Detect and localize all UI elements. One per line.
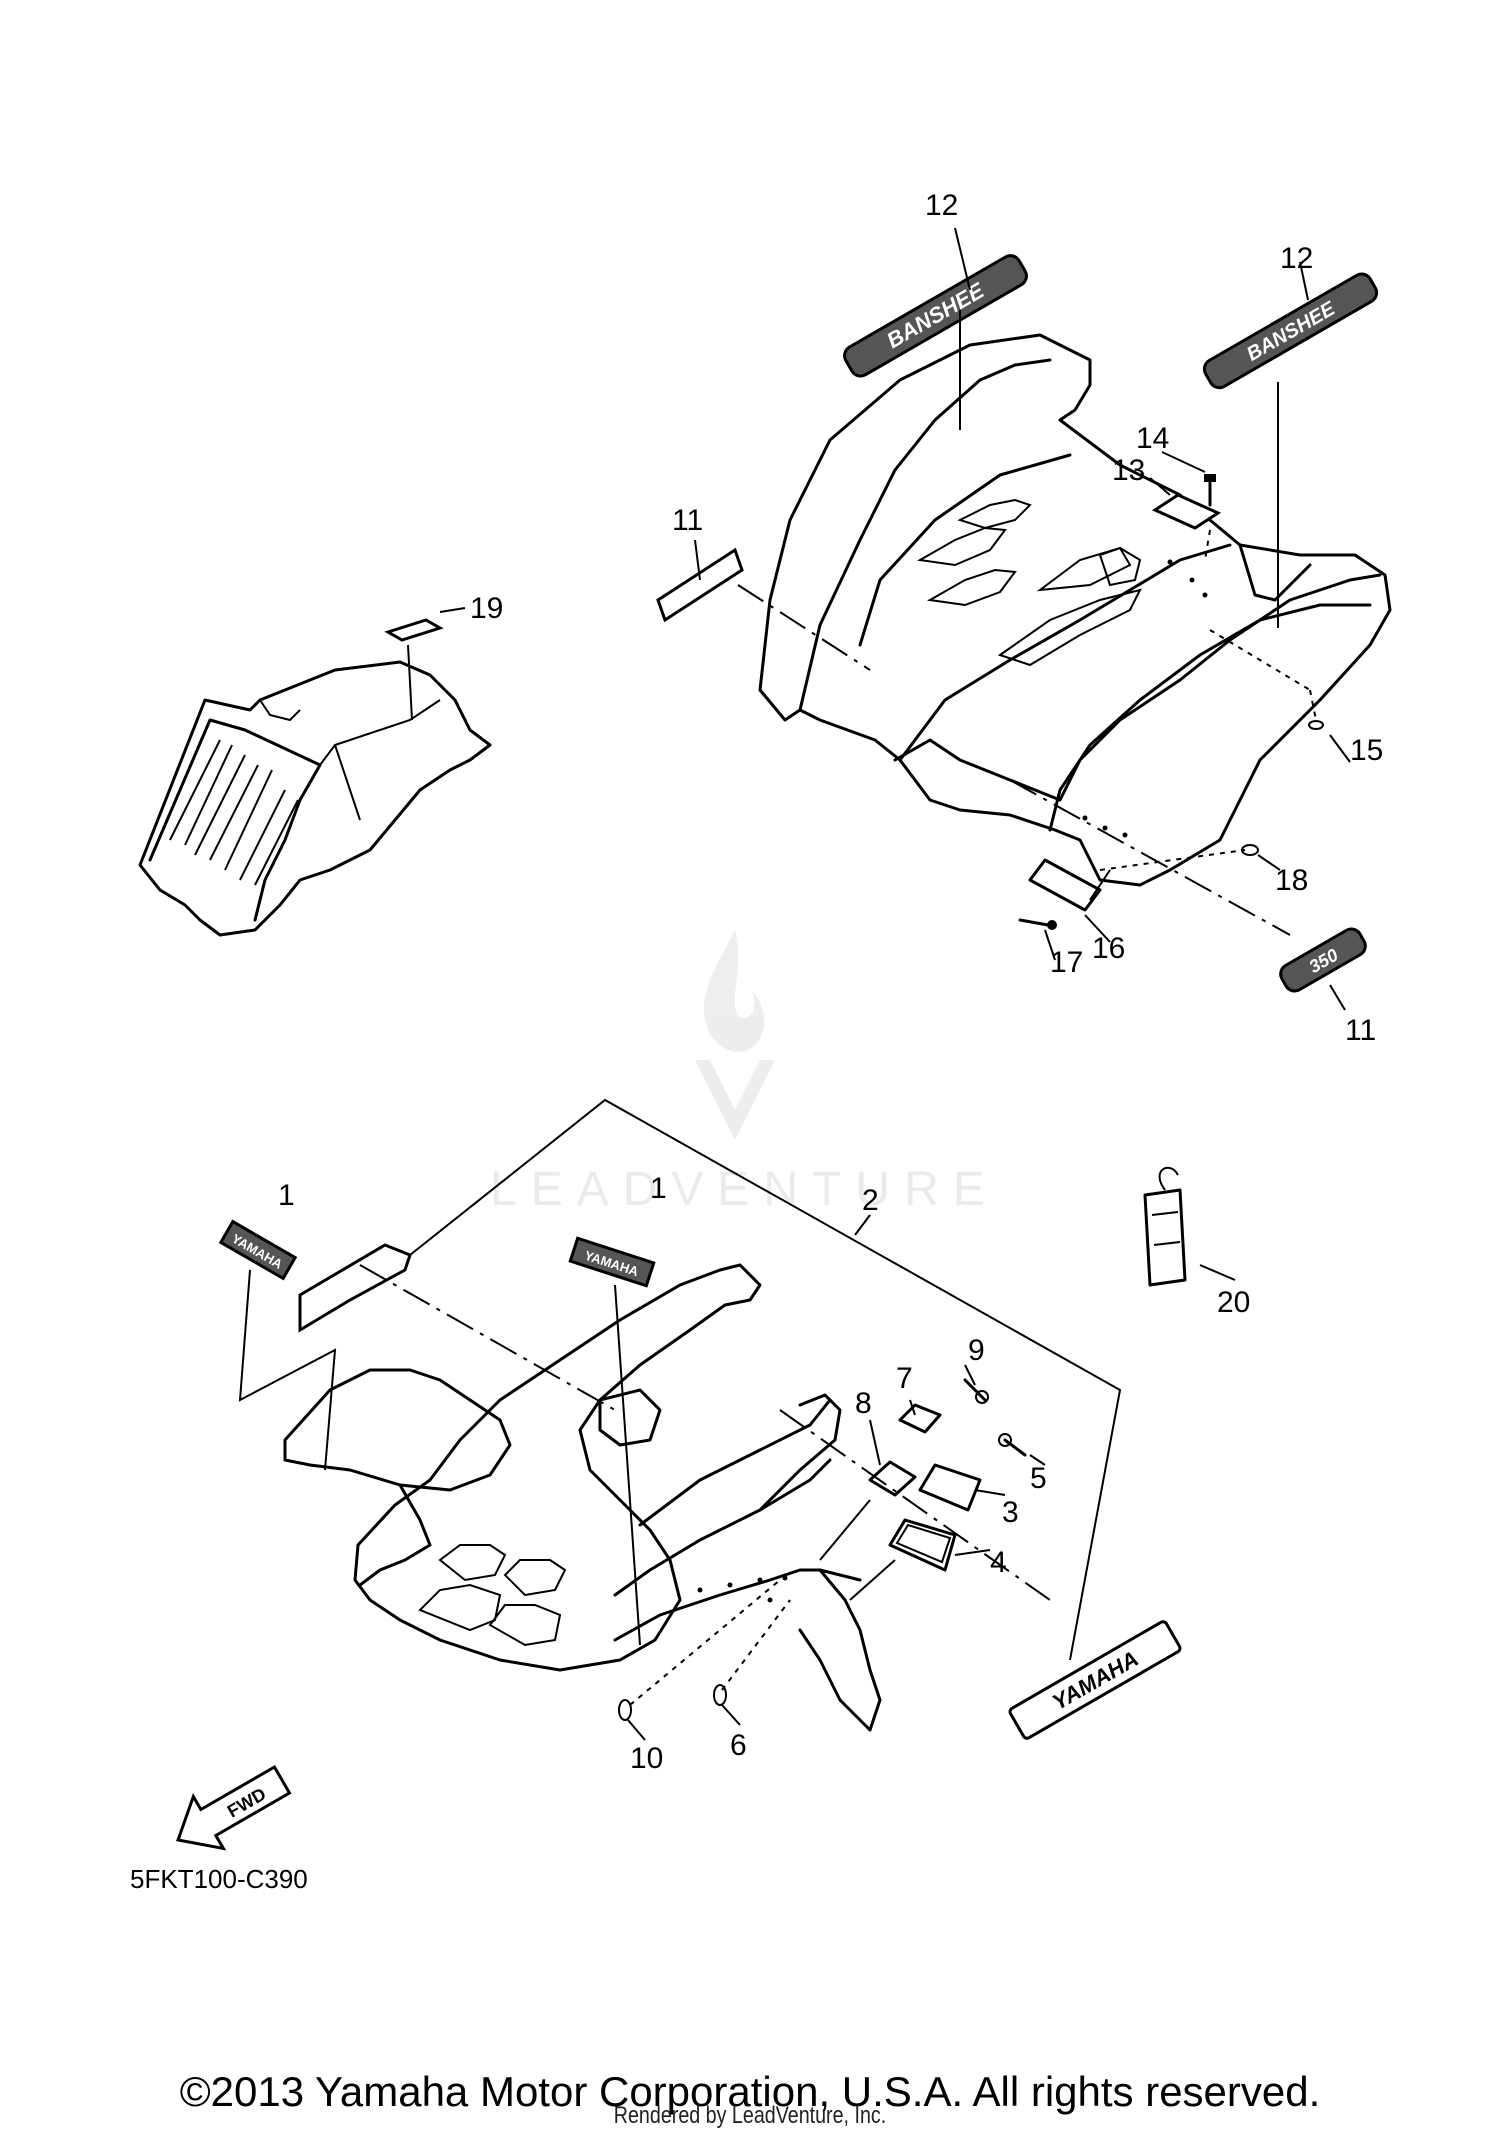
- decal-11-left: [656, 547, 744, 623]
- diagram-code: 5FKT100-C390: [130, 1864, 308, 1894]
- callout-labels: 12 12 14 13 11 19 15 18 16 17 11 1 1 2 2…: [130, 189, 1383, 1894]
- decal-1-left: YAMAHA: [218, 1219, 298, 1281]
- callout-11-left: 11: [672, 504, 703, 537]
- plate-13: [1151, 493, 1222, 530]
- rear-fender-assembly: [758, 333, 1392, 887]
- callout-11-right: 11: [1345, 1014, 1376, 1047]
- screw-17: [1018, 918, 1057, 930]
- callout-18: 18: [1275, 864, 1308, 897]
- callout-19: 19: [470, 592, 503, 625]
- reflector-7: [898, 1403, 942, 1434]
- callout-20: 20: [1217, 1286, 1250, 1319]
- tag-20: [1143, 1166, 1187, 1287]
- front-panel-assembly: [138, 660, 492, 937]
- callout-6: 6: [730, 1729, 747, 1762]
- callout-1-left: 1: [278, 1179, 295, 1212]
- front-fender-assembly: [283, 1263, 882, 1732]
- plate-16: [1028, 858, 1102, 912]
- reflector-3: [918, 1463, 982, 1512]
- callout-8: 8: [855, 1387, 872, 1420]
- callout-10: 10: [630, 1742, 663, 1775]
- top-leaders: [694, 227, 1351, 1011]
- decal-11-right: 350: [1279, 927, 1367, 993]
- callout-1-center: 1: [650, 1172, 667, 1205]
- callout-2: 2: [862, 1184, 879, 1217]
- leadventure-watermark: LEADVENTURE: [490, 930, 999, 1216]
- reflector-8: [868, 1460, 917, 1497]
- callout-3: 3: [1002, 1496, 1019, 1529]
- callout-4: 4: [990, 1546, 1007, 1579]
- nut-6: [713, 1684, 727, 1706]
- callout-12-left: 12: [925, 189, 958, 222]
- callout-13: 13: [1112, 454, 1145, 487]
- reflector-4: [888, 1518, 957, 1572]
- callout-12-right: 12: [1280, 242, 1313, 275]
- grommet-15: [1308, 720, 1324, 730]
- callout-17: 17: [1050, 946, 1083, 979]
- rendered-by-notice: Rendered by LeadVenture, Inc.: [613, 2102, 887, 2129]
- copyright-notice: ©2013 Yamaha Motor Corporation, U.S.A. A…: [179, 2068, 1321, 2115]
- bolt-9: [963, 1378, 989, 1404]
- decal-12-left: BANSHEE: [843, 254, 1028, 378]
- decal-1-center: YAMAHA: [568, 1236, 656, 1288]
- nut-10: [618, 1699, 632, 1721]
- bolt-14: [1204, 474, 1216, 507]
- decal-19: [384, 607, 466, 721]
- bolt-5: [998, 1433, 1027, 1457]
- callout-5: 5: [1030, 1462, 1047, 1495]
- fwd-arrow: FWD: [176, 1764, 292, 1851]
- callout-14: 14: [1136, 422, 1169, 455]
- decal-12-left-text: BANSHEE: [882, 277, 989, 353]
- callout-15: 15: [1350, 734, 1383, 767]
- watermark-text: LEADVENTURE: [490, 1163, 999, 1216]
- callout-16: 16: [1092, 932, 1125, 965]
- bottom-leaders: [238, 1098, 1236, 1741]
- callout-7: 7: [896, 1362, 913, 1395]
- decal-12-right: BANSHEE: [1202, 272, 1379, 390]
- decal-2-left: [298, 1243, 412, 1333]
- callout-9: 9: [968, 1334, 985, 1367]
- decal-2-right: YAMAHA: [1008, 1620, 1182, 1740]
